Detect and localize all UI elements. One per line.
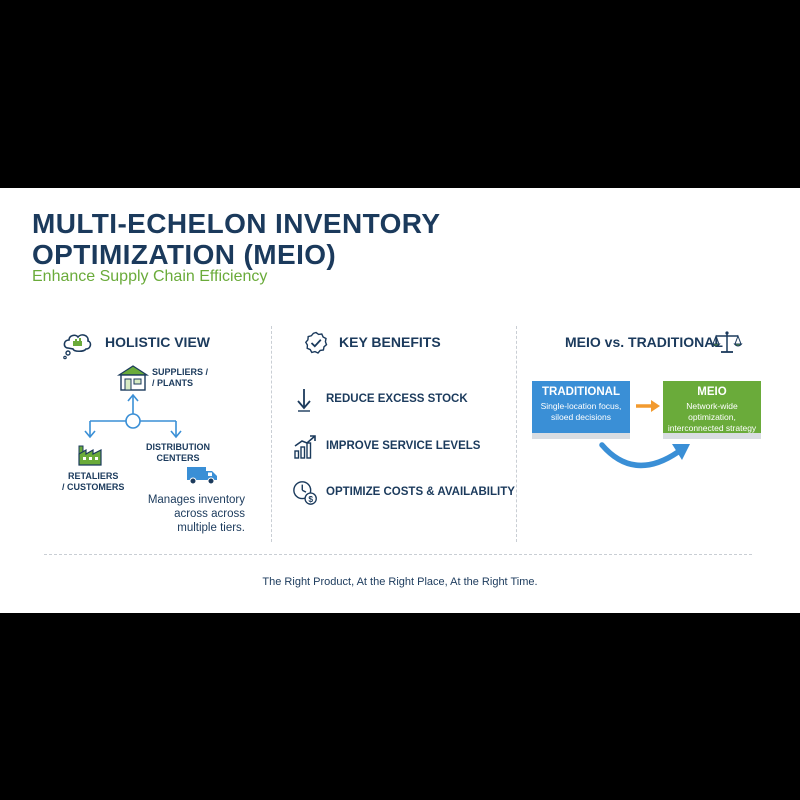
comparison-title: MEIO vs. TRADITIONAL <box>565 334 723 350</box>
traditional-desc-line-1: Single-location focus, <box>540 401 622 411</box>
meio-description: Network-wide optimization, interconnecte… <box>663 401 761 434</box>
traditional-card: TRADITIONAL Single-location focus, siloe… <box>532 381 630 433</box>
meio-card: MEIO Network-wide optimization, intercon… <box>663 381 761 433</box>
benefit-label: OPTIMIZE COSTS & AVAILABILITY <box>326 486 515 498</box>
traditional-description: Single-location focus, siloed decisions <box>532 401 630 423</box>
section-divider-2 <box>516 326 517 542</box>
holistic-desc-line-3: multiple tiers. <box>177 522 245 534</box>
network-connectors <box>84 393 182 439</box>
benefit-label: REDUCE EXCESS STOCK <box>326 393 468 405</box>
meio-desc-line-1: Network-wide optimization, <box>686 401 738 422</box>
slide: MULTI-ECHELON INVENTORY OPTIMIZATION (ME… <box>0 188 800 613</box>
distribution-label-line-1: DISTRIBUTION <box>146 442 210 452</box>
page-subtitle: Enhance Supply Chain Efficiency <box>32 268 268 285</box>
svg-text:$: $ <box>308 494 313 504</box>
footer-tagline: The Right Product, At the Right Place, A… <box>262 576 538 588</box>
footer-divider <box>44 554 752 555</box>
distribution-label-line-2: CENTERS <box>156 453 200 463</box>
balance-scale-icon <box>711 331 743 353</box>
retailers-label: RETALIERS / CUSTOMERS <box>62 471 124 493</box>
traditional-desc-line-2: siloed decisions <box>550 412 611 422</box>
retailers-label-line-2: / CUSTOMERS <box>62 482 125 492</box>
thought-bubble-icon <box>63 334 92 360</box>
suppliers-label: SUPPLIERS / / PLANTS <box>152 367 208 389</box>
check-badge-icon <box>304 331 328 354</box>
meio-title: MEIO <box>697 386 727 398</box>
suppliers-label-line-1: SUPPLIERS / <box>152 367 209 377</box>
title-line-1: MULTI-ECHELON INVENTORY <box>32 208 441 239</box>
bar-chart-trend-icon <box>294 435 316 459</box>
clock-dollar-icon: $ <box>293 481 317 505</box>
page-title: MULTI-ECHELON INVENTORY OPTIMIZATION (ME… <box>32 208 440 270</box>
benefit-improve-service-levels: IMPROVE SERVICE LEVELS <box>292 433 512 461</box>
holistic-desc-line-1: Manages inventory <box>147 494 245 506</box>
benefit-label: IMPROVE SERVICE LEVELS <box>326 440 481 452</box>
holistic-view-title: HOLISTIC VIEW <box>105 334 210 350</box>
traditional-title: TRADITIONAL <box>542 386 620 398</box>
truck-icon <box>187 467 217 485</box>
traditional-card-shadow <box>532 433 630 439</box>
warehouse-icon <box>116 365 150 391</box>
meio-card-shadow <box>663 433 761 439</box>
benefit-optimize-costs: $ OPTIMIZE COSTS & AVAILABILITY <box>292 479 515 507</box>
orange-arrow-icon <box>636 400 660 412</box>
factory-icon <box>78 445 102 466</box>
curved-arrow-icon <box>599 442 690 469</box>
section-divider-1 <box>271 326 272 542</box>
retailers-label-line-1: RETALIERS <box>68 471 119 481</box>
meio-desc-line-2: interconnected strategy <box>667 423 757 433</box>
title-line-2: OPTIMIZATION (MEIO) <box>32 239 337 270</box>
distribution-label: DISTRIBUTION CENTERS <box>146 442 210 464</box>
holistic-desc-line-2: across across <box>174 508 245 520</box>
benefit-reduce-excess-stock: REDUCE EXCESS STOCK <box>292 386 512 414</box>
key-benefits-title: KEY BENEFITS <box>339 334 441 350</box>
down-arrow-icon <box>297 389 311 412</box>
holistic-description: Manages inventory across across multiple… <box>140 493 245 535</box>
suppliers-label-line-2: / PLANTS <box>152 378 194 388</box>
